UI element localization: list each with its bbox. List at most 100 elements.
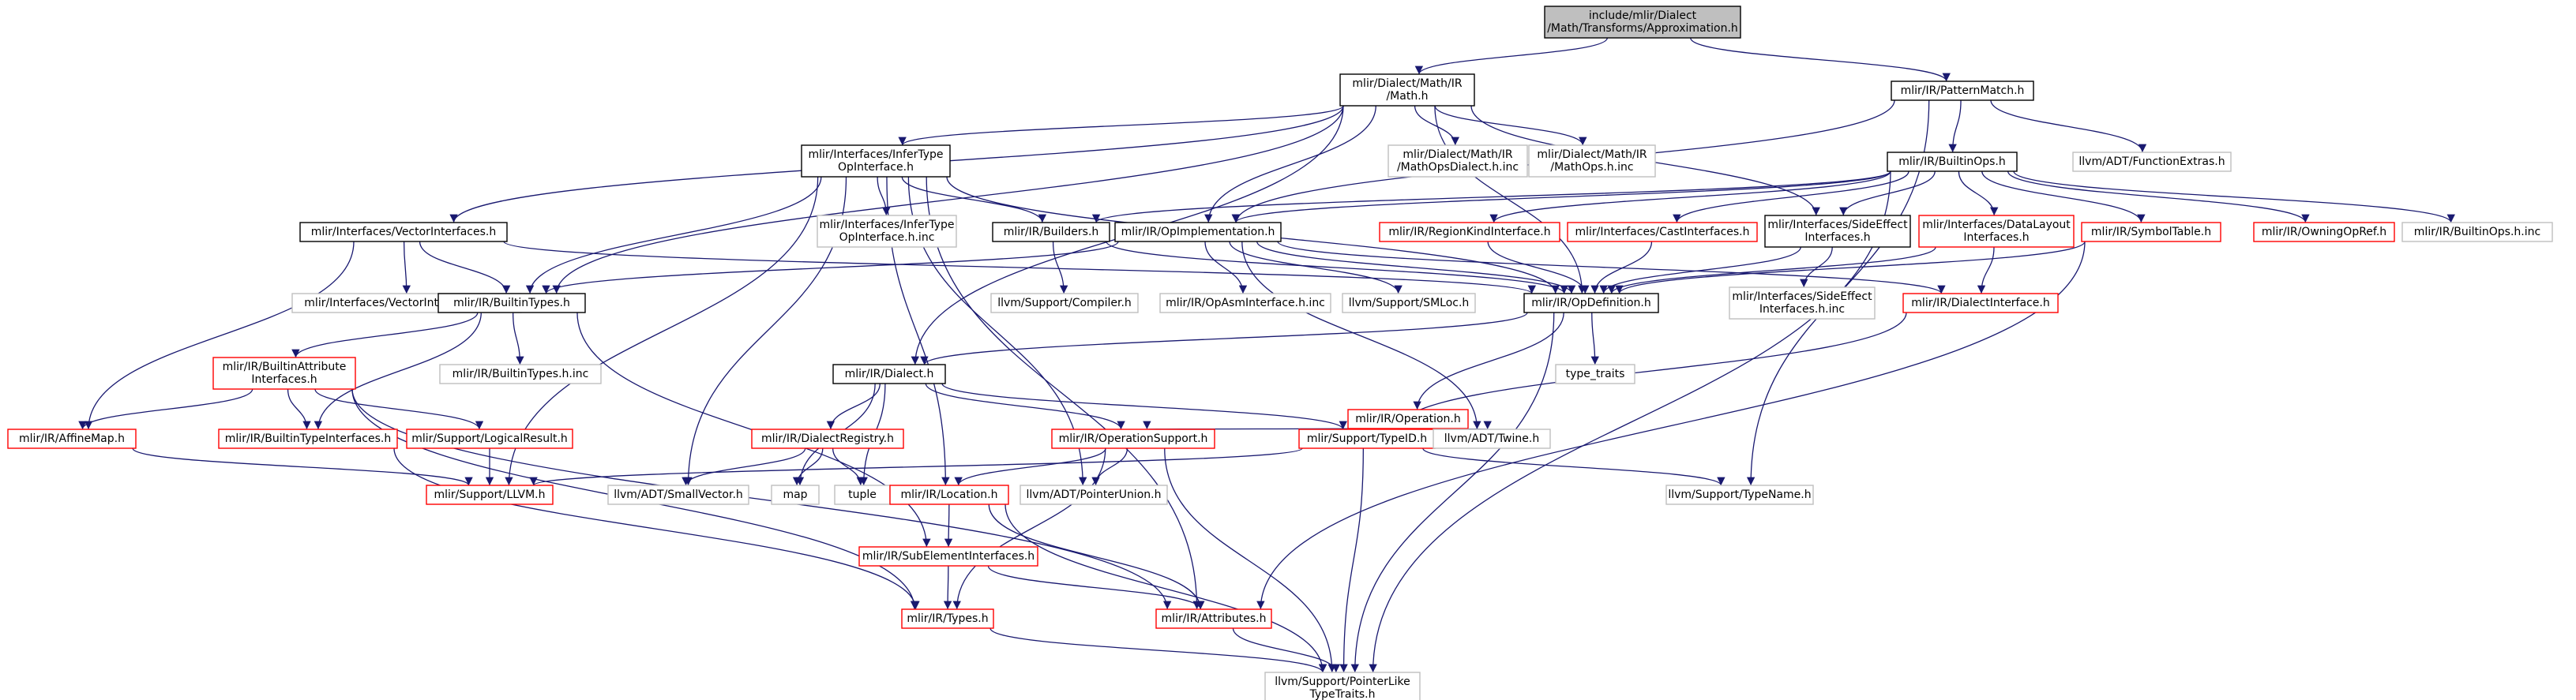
node-dialecth[interactable]: mlir/IR/Dialect.h <box>832 364 946 384</box>
node-label-line: mlir/IR/OpAsmInterface.h.inc <box>1166 297 1325 309</box>
node-typeid[interactable]: mlir/Support/TypeID.h <box>1298 429 1436 449</box>
node-dialectregistry[interactable]: mlir/IR/DialectRegistry.h <box>751 429 904 449</box>
node-typename[interactable]: llvm/Support/TypeName.h <box>1665 485 1814 505</box>
node-regionkind[interactable]: mlir/IR/RegionKindInterface.h <box>1379 222 1560 242</box>
node-label-line: mlir/Interfaces/CastInterfaces.h <box>1575 226 1749 238</box>
node-label-line: mlir/Interfaces/InferType <box>808 148 943 161</box>
edge-builtinattrinterfaces-to-builtintypeinterfaces <box>287 388 311 430</box>
node-supportllvm[interactable]: mlir/Support/LLVM.h <box>426 485 554 505</box>
nodes-layer: include/mlir/Dialect/Math/Transforms/App… <box>7 6 2553 700</box>
node-typesh[interactable]: mlir/IR/Types.h <box>901 608 994 629</box>
node-label-line: mlir/Support/LLVM.h <box>434 489 546 501</box>
node-sideeffectinc[interactable]: mlir/Interfaces/SideEffectInterfaces.h.i… <box>1729 286 1876 320</box>
edge-vectorinterfaces-to-builtintypes <box>419 241 511 294</box>
node-box <box>1379 222 1560 242</box>
node-operationh[interactable]: mlir/IR/Operation.h <box>1347 409 1469 429</box>
node-label-line: mlir/Support/TypeID.h <box>1307 432 1427 445</box>
node-tuple[interactable]: tuple <box>834 485 891 505</box>
edge-opimpl-to-opasminc <box>1204 241 1248 294</box>
node-box <box>439 364 602 384</box>
node-castinterfaces[interactable]: mlir/Interfaces/CastInterfaces.h <box>1567 222 1758 242</box>
node-patternmatch[interactable]: mlir/IR/PatternMatch.h <box>1891 80 2034 101</box>
node-smallvector[interactable]: llvm/ADT/SmallVector.h <box>607 485 749 505</box>
edge-locationh-to-pointerlike <box>1004 503 1327 673</box>
node-root[interactable]: include/mlir/Dialect/Math/Transforms/App… <box>1544 6 1741 39</box>
node-opdefinition[interactable]: mlir/IR/OpDefinition.h <box>1523 293 1659 313</box>
node-map[interactable]: map <box>771 485 820 505</box>
node-label-line: llvm/Support/PointerLike <box>1275 676 1410 688</box>
edges-layer <box>78 37 2455 673</box>
edge-castinterfaces-to-opdefinition <box>1590 241 1653 294</box>
node-buildersh[interactable]: mlir/IR/Builders.h <box>992 222 1110 242</box>
node-label-line: mlir/IR/BuiltinTypes.h <box>453 297 570 309</box>
node-twine[interactable]: llvm/ADT/Twine.h <box>1433 429 1551 449</box>
node-label-line: mlir/Interfaces/SideEffect <box>1767 219 1908 231</box>
edge-opdefinition-to-dialecth <box>920 312 1528 365</box>
node-attributes[interactable]: mlir/IR/Attributes.h <box>1155 608 1272 629</box>
edge-opimpl-to-twine <box>1241 241 1481 430</box>
node-label-line: mlir/IR/AffineMap.h <box>19 432 125 445</box>
node-dialectinterface[interactable]: mlir/IR/DialectInterface.h <box>1902 293 2059 313</box>
edge-builtinops-to-pointerlike <box>1369 170 1891 673</box>
edge-root-to-mathh <box>1414 37 1608 75</box>
node-label-line: mlir/Interfaces/DataLayout <box>1922 219 2071 231</box>
edge-builtinops-to-symboltable <box>1981 170 2146 223</box>
node-opimpl[interactable]: mlir/IR/OpImplementation.h <box>1114 222 1282 242</box>
node-builtintypeinterfaces[interactable]: mlir/IR/BuiltinTypeInterfaces.h <box>218 429 398 449</box>
node-box <box>751 429 904 449</box>
edge-infertype-to-infertypeinc <box>877 176 891 216</box>
node-box <box>299 222 508 242</box>
node-builtinopsinc[interactable]: mlir/IR/BuiltinOps.h.inc <box>2401 222 2553 242</box>
edge-dialectinterface-to-typeid <box>1393 312 1907 430</box>
edge-builtinops-to-buildersh <box>1092 170 1891 223</box>
node-box <box>1544 6 1741 39</box>
node-label-line: mlir/IR/RegionKindInterface.h <box>1388 226 1550 238</box>
node-subelement[interactable]: mlir/IR/SubElementInterfaces.h <box>858 546 1038 567</box>
node-label-line: llvm/ADT/PointerUnion.h <box>1027 489 1162 501</box>
node-smloc[interactable]: llvm/Support/SMLoc.h <box>1342 293 1476 313</box>
node-label-line: mlir/Interfaces/SideEffect <box>1732 290 1872 303</box>
node-box <box>1388 144 1528 178</box>
node-builtintypes[interactable]: mlir/IR/BuiltinTypes.h <box>437 293 586 313</box>
node-label-line: mlir/IR/OperationSupport.h <box>1059 432 1208 445</box>
node-infertypeinc[interactable]: mlir/Interfaces/InferTypeOpInterface.h.i… <box>817 215 957 248</box>
edge-operationsupport-to-pointerlike <box>1164 447 1336 673</box>
edge-mathh-to-mathopsinc <box>1434 105 1587 146</box>
node-compilerh[interactable]: llvm/Support/Compiler.h <box>990 293 1139 313</box>
node-box <box>1555 364 1635 384</box>
node-operationsupport[interactable]: mlir/IR/OperationSupport.h <box>1051 429 1215 449</box>
node-symboltable[interactable]: mlir/IR/SymbolTable.h <box>2081 222 2221 242</box>
edge-infertype-to-builtintypes <box>525 176 822 294</box>
node-vectorinterfaces[interactable]: mlir/Interfaces/VectorInterfaces.h <box>299 222 508 242</box>
node-affinemap[interactable]: mlir/IR/AffineMap.h <box>7 429 137 449</box>
node-builtintypesinc[interactable]: mlir/IR/BuiltinTypes.h.inc <box>439 364 602 384</box>
node-mathopsinc[interactable]: mlir/Dialect/Math/IR/MathOps.h.inc <box>1528 144 1656 178</box>
node-mathh[interactable]: mlir/Dialect/Math/IR/Math.h <box>1339 73 1475 107</box>
node-box <box>1891 80 2034 101</box>
node-box <box>426 485 554 505</box>
node-locationh[interactable]: mlir/IR/Location.h <box>889 485 1009 505</box>
node-pointerunion[interactable]: llvm/ADT/PointerUnion.h <box>1020 485 1168 505</box>
node-box <box>1729 286 1876 320</box>
node-label-line: mlir/IR/Location.h <box>901 489 998 501</box>
edge-buildersh-to-compilerh <box>1052 241 1068 294</box>
node-label-line: include/mlir/Dialect <box>1589 9 1697 22</box>
node-opasminc[interactable]: mlir/IR/OpAsmInterface.h.inc <box>1159 293 1331 313</box>
node-label-line: llvm/ADT/FunctionExtras.h <box>2078 155 2225 168</box>
node-box <box>1665 485 1814 505</box>
node-builtinops[interactable]: mlir/IR/BuiltinOps.h <box>1887 152 2018 172</box>
node-functionextras[interactable]: llvm/ADT/FunctionExtras.h <box>2072 152 2232 172</box>
node-mathopsdialect[interactable]: mlir/Dialect/Math/IR/MathOpsDialect.h.in… <box>1388 144 1528 178</box>
node-typetraits[interactable]: type_traits <box>1555 364 1635 384</box>
edge-locationh-to-attributes <box>988 503 1205 610</box>
node-owningopref[interactable]: mlir/IR/OwningOpRef.h <box>2253 222 2395 242</box>
node-logicalresult[interactable]: mlir/Support/LogicalResult.h <box>406 429 573 449</box>
edge-opdefinition-to-typetraits <box>1590 312 1599 365</box>
node-label-line: OpInterface.h.inc <box>839 231 935 244</box>
node-label-line: mlir/Dialect/Math/IR <box>1403 148 1512 161</box>
